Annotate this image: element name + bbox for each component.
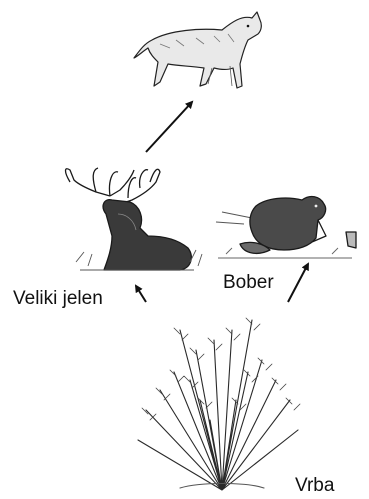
elk-illustration [66,168,203,270]
elk-label: Veliki jelen [13,289,103,308]
beaver-label: Bober [223,273,274,292]
arrow-willow-to-elk [136,286,146,302]
willow-shrub-illustration [138,318,300,490]
arrow-elk-to-wolf [146,102,192,152]
willow-label: Vrba [295,476,334,495]
wolf-illustration [134,12,261,88]
arrow-willow-to-beaver [288,264,308,302]
beaver-illustration [216,197,356,258]
